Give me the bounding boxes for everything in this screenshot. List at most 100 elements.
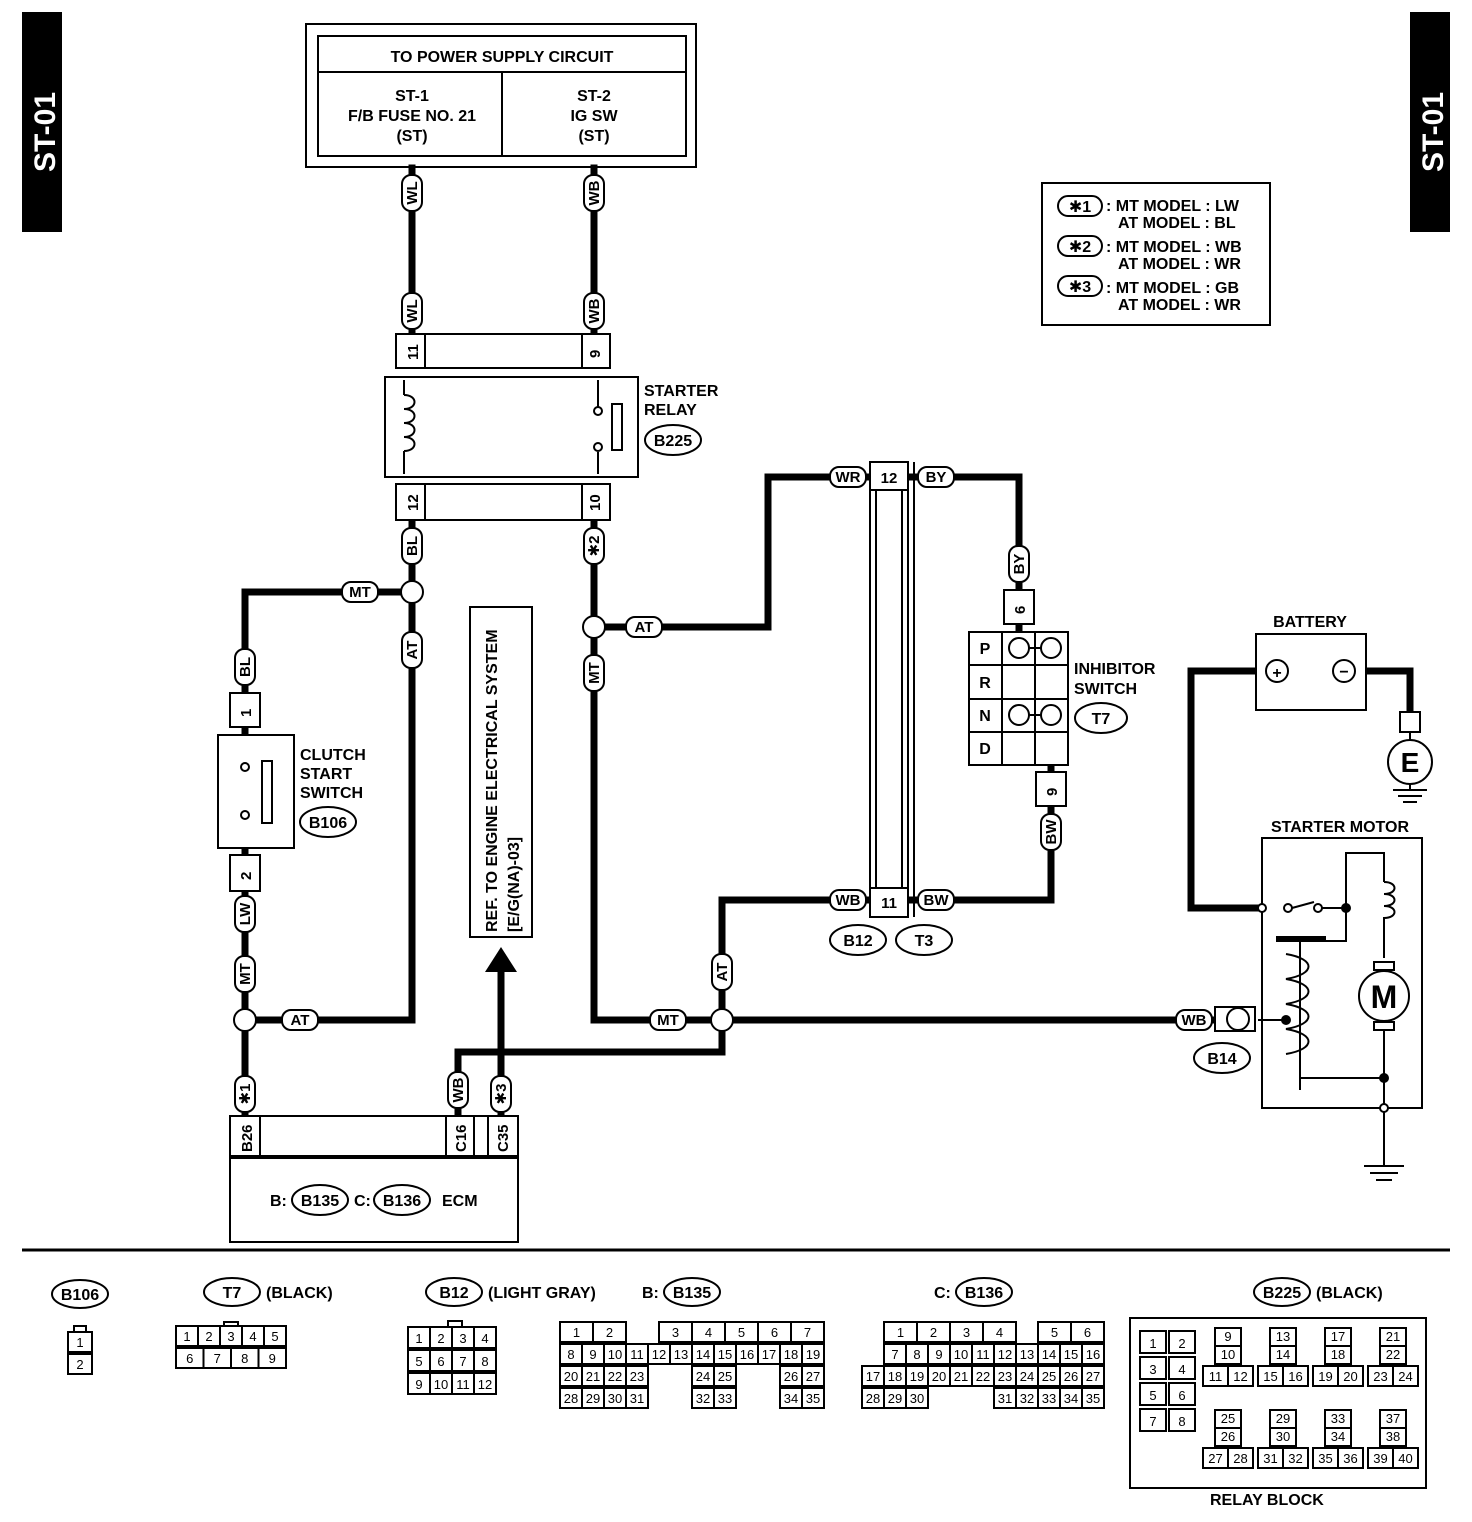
- conn-b225-pin-cell: [1324, 1427, 1352, 1447]
- conn-b225-pin: 5: [1149, 1388, 1156, 1403]
- conn-b135-prefix: B:: [642, 1285, 659, 1302]
- conn-b12-color: (LIGHT GRAY): [488, 1285, 596, 1302]
- battery-ground-e: E: [1401, 747, 1420, 778]
- conn-b136-pin: 22: [976, 1369, 990, 1384]
- relay-coil: [403, 394, 416, 462]
- inhibitor-pin-6: 6: [1012, 606, 1029, 614]
- conn-b136-code: B136: [965, 1285, 1003, 1302]
- conn-b12-pin: 11: [456, 1377, 470, 1392]
- conn-b135-pin: 11: [630, 1347, 644, 1362]
- relay-code: B225: [654, 433, 692, 450]
- conn-b12-pin: 7: [459, 1354, 466, 1369]
- junction-connector: 12 11 B12 T3: [829, 461, 953, 956]
- wire-tag-wb: WB: [583, 174, 605, 212]
- ecm-prefix-c: C:: [354, 1193, 371, 1210]
- legend-mark-1: ✱1: [1069, 199, 1091, 216]
- conn-b135-pin: 2: [606, 1325, 613, 1340]
- conn-b136-pin-cell: [1081, 1343, 1105, 1365]
- conn-b225-pin: 34: [1331, 1429, 1345, 1444]
- ecm-prefix-b: B:: [270, 1193, 287, 1210]
- conn-b135-pin: 32: [696, 1391, 710, 1406]
- inhibitor-pos-n: N: [979, 708, 991, 725]
- conn-b135-pin: 9: [589, 1347, 596, 1362]
- st2-line2: IG SW: [570, 108, 618, 125]
- tab-left-text: ST-01: [29, 92, 62, 172]
- conn-b225-pin: 6: [1178, 1388, 1185, 1403]
- conn-b225-pin: 26: [1221, 1429, 1235, 1444]
- battery-minus-icon: −: [1339, 664, 1348, 681]
- ecm-code-b136: B136: [383, 1193, 421, 1210]
- conn-b135-pin: 18: [784, 1347, 798, 1362]
- conn-b12-pin: 10: [434, 1377, 448, 1392]
- conn-b136-code-oval: [955, 1277, 1013, 1307]
- conn-b136-pin: 28: [866, 1391, 880, 1406]
- conn-b135-pin: 1: [573, 1325, 580, 1340]
- st1-line3: (ST): [396, 128, 427, 145]
- power-supply-title: TO POWER SUPPLY CIRCUIT: [391, 49, 614, 66]
- ecm: B26 C16 C35 B: B135 C: B136 ECM: [229, 1115, 519, 1243]
- tab-right: ST-01: [1410, 12, 1450, 232]
- wire-tag-at: AT: [711, 953, 733, 991]
- conn-t7-pin-cell: [263, 1325, 287, 1347]
- splice-nodes: [233, 580, 734, 1032]
- conn-b135-pin: 15: [718, 1347, 732, 1362]
- wire-tag-text: BY: [926, 469, 947, 486]
- conn-b136-pin: 5: [1051, 1325, 1058, 1340]
- conn-b225-pin: 19: [1318, 1369, 1332, 1384]
- starter-relay: 11 9 12 10 STARTER RELAY B225: [384, 333, 719, 521]
- relay-pin-11: 11: [405, 344, 422, 360]
- legend-at-3: AT MODEL : WR: [1118, 297, 1241, 314]
- wire-tag-text: AT: [291, 1012, 310, 1029]
- conn-b136-pin: 16: [1086, 1347, 1100, 1362]
- conn-b12-pin: 6: [437, 1354, 444, 1369]
- wire-tag-text: WB: [836, 892, 861, 909]
- wire-tag-text: AT: [714, 963, 731, 982]
- conn-b136-pin: 12: [998, 1347, 1012, 1362]
- conn-b136-pin: 9: [935, 1347, 942, 1362]
- conn-b12-pin-cell: [473, 1326, 497, 1349]
- reference-line-1: REF. TO ENGINE ELECTRICAL SYSTEM: [484, 629, 501, 932]
- conn-b225-pin: 39: [1373, 1451, 1387, 1466]
- conn-b136-pin: 34: [1064, 1391, 1078, 1406]
- conn-b135-pin: 17: [762, 1347, 776, 1362]
- conn-b12-code: B12: [439, 1285, 468, 1302]
- conn-b225-pin-cell: [1269, 1345, 1297, 1365]
- conn-b136-pin-cell: [905, 1387, 929, 1409]
- conn-b135-pin: 8: [567, 1347, 574, 1362]
- power-supply-box: TO POWER SUPPLY CIRCUIT ST-1 F/B FUSE NO…: [305, 23, 697, 168]
- junction-code-b12: B12: [843, 933, 872, 950]
- conn-b225-pin: 3: [1149, 1362, 1156, 1377]
- relay-pin-12: 12: [405, 494, 422, 511]
- conn-b106-pin-cell: [67, 1353, 93, 1375]
- wire-tag-text: BW: [924, 892, 950, 909]
- conn-b136-pin: 29: [888, 1391, 902, 1406]
- clutch-code: B106: [309, 815, 347, 832]
- conn-b12-pin: 1: [415, 1331, 422, 1346]
- conn-b135-pin: 19: [806, 1347, 820, 1362]
- wire-tag-s1: ✱1: [234, 1075, 256, 1113]
- wire-tag-wl: WL: [401, 174, 423, 212]
- conn-t7-pin: 5: [271, 1329, 278, 1344]
- wire-tag-text: LW: [237, 902, 254, 925]
- clutch-label-3: SWITCH: [300, 785, 363, 802]
- conn-b225-color: (BLACK): [1316, 1285, 1383, 1302]
- starter-ground-icon: [1364, 1112, 1404, 1181]
- conn-b136-pin: 1: [897, 1325, 904, 1340]
- conn-b225-pin: 21: [1386, 1329, 1400, 1344]
- starter-motor-label: STARTER MOTOR: [1271, 819, 1410, 836]
- conn-b225-pin: 16: [1288, 1369, 1302, 1384]
- conn-b225-pin: 27: [1208, 1451, 1222, 1466]
- conn-b136-pin: 11: [976, 1347, 990, 1362]
- conn-b225-pin: 36: [1343, 1451, 1357, 1466]
- conn-b135-pin: 33: [718, 1391, 732, 1406]
- conn-b225-pin-cell: [1139, 1382, 1167, 1406]
- conn-b135-code-oval: [663, 1277, 721, 1307]
- conn-b135-pin: 22: [608, 1369, 622, 1384]
- conn-b225-pin: 40: [1398, 1451, 1412, 1466]
- wire-tag-text: WL: [404, 299, 421, 322]
- wire-tag-text: AT: [404, 641, 421, 660]
- inhibitor-pos-d: D: [979, 741, 991, 758]
- conn-b225-pin: 37: [1386, 1411, 1400, 1426]
